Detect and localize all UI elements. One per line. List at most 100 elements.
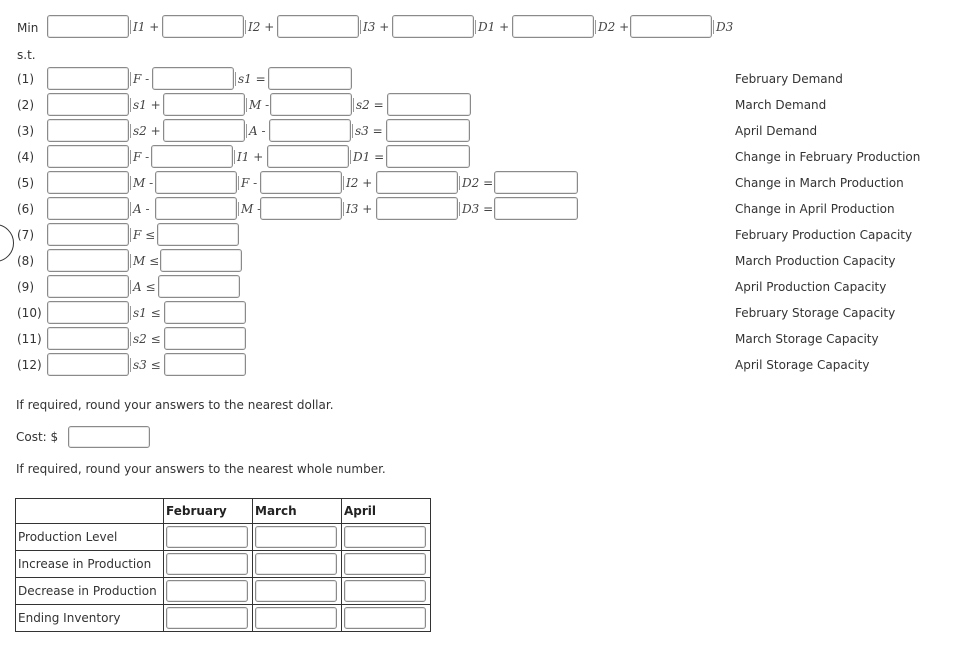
r5-coef-1[interactable] [47, 171, 129, 194]
r12-rhs[interactable] [164, 353, 246, 376]
r9-coef[interactable] [47, 275, 129, 298]
r3-term-s3: s3 = [352, 124, 383, 138]
r5-coef-4[interactable] [376, 171, 458, 194]
inventory-feb-input[interactable] [166, 607, 248, 629]
term-d3: D3 [713, 20, 733, 34]
constraint-label-1: February Demand [735, 72, 843, 86]
r4-coef-2[interactable] [151, 145, 233, 168]
increase-apr-input[interactable] [344, 553, 426, 575]
term-i1: I1 + [130, 20, 159, 34]
cell [163, 604, 253, 632]
r5-term-d2: D2 = [459, 176, 493, 190]
r7-rhs[interactable] [157, 223, 239, 246]
objective-coef-d1[interactable] [392, 15, 474, 38]
term-i2: I2 + [245, 20, 274, 34]
header-april: April [341, 498, 431, 524]
r5-term-m: M - [130, 176, 153, 190]
r12-coef[interactable] [47, 353, 129, 376]
production-feb-input[interactable] [166, 526, 248, 548]
st-label: s.t. [17, 48, 36, 62]
r9-rhs[interactable] [158, 275, 240, 298]
decrease-apr-input[interactable] [344, 580, 426, 602]
inventory-apr-input[interactable] [344, 607, 426, 629]
r2-coef-3[interactable] [270, 93, 352, 116]
term-d2: D2 + [595, 20, 629, 34]
r6-term-i3: I3 + [343, 202, 372, 216]
r8-rhs[interactable] [160, 249, 242, 272]
constraint-num-6: (6) [17, 202, 34, 216]
production-apr-input[interactable] [344, 526, 426, 548]
r6-term-m: M - [238, 202, 261, 216]
round-dollar-note: If required, round your answers to the n… [16, 398, 334, 412]
r1-coef-2[interactable] [152, 67, 234, 90]
cell [163, 523, 253, 551]
cell [341, 523, 431, 551]
r3-coef-1[interactable] [47, 119, 129, 142]
constraint-num-2: (2) [17, 98, 34, 112]
r6-coef-2[interactable] [155, 197, 237, 220]
r4-coef-3[interactable] [267, 145, 349, 168]
r1-coef-1[interactable] [47, 67, 129, 90]
cell [341, 577, 431, 605]
header-blank [15, 498, 164, 524]
objective-coef-d3[interactable] [630, 15, 712, 38]
r11-rhs[interactable] [164, 327, 246, 350]
r5-rhs[interactable] [494, 171, 578, 194]
objective-coef-i2[interactable] [162, 15, 244, 38]
r5-coef-3[interactable] [260, 171, 342, 194]
r7-coef[interactable] [47, 223, 129, 246]
r6-coef-3[interactable] [260, 197, 342, 220]
r11-term-s2: s2 ≤ [130, 332, 161, 346]
constraint-label-9: April Production Capacity [735, 280, 887, 294]
row-label-ending-inventory: Ending Inventory [15, 604, 164, 632]
table-row: Production Level [15, 523, 431, 551]
objective-coef-d2[interactable] [512, 15, 594, 38]
r3-coef-2[interactable] [163, 119, 245, 142]
r1-rhs[interactable] [268, 67, 352, 90]
inventory-mar-input[interactable] [255, 607, 337, 629]
r5-coef-2[interactable] [155, 171, 237, 194]
constraint-num-3: (3) [17, 124, 34, 138]
table-row: Ending Inventory [15, 604, 431, 632]
constraint-num-12: (12) [17, 358, 42, 372]
decrease-feb-input[interactable] [166, 580, 248, 602]
r4-rhs[interactable] [386, 145, 470, 168]
production-mar-input[interactable] [255, 526, 337, 548]
term-d1: D1 + [475, 20, 509, 34]
r10-rhs[interactable] [164, 301, 246, 324]
cell [163, 550, 253, 578]
r2-coef-1[interactable] [47, 93, 129, 116]
row-label-decrease: Decrease in Production [15, 577, 164, 605]
r2-rhs[interactable] [387, 93, 471, 116]
r7-term-f: F ≤ [130, 228, 155, 242]
r8-coef[interactable] [47, 249, 129, 272]
r2-coef-2[interactable] [163, 93, 245, 116]
increase-mar-input[interactable] [255, 553, 337, 575]
r6-coef-1[interactable] [47, 197, 129, 220]
constraint-num-11: (11) [17, 332, 42, 346]
constraint-label-7: February Production Capacity [735, 228, 913, 242]
r12-term-s3: s3 ≤ [130, 358, 161, 372]
r6-term-d3: D3 = [459, 202, 493, 216]
cost-input[interactable] [68, 426, 150, 448]
r1-term-s1: s1 = [235, 72, 266, 86]
decrease-mar-input[interactable] [255, 580, 337, 602]
constraint-label-3: April Demand [735, 124, 818, 138]
constraint-num-9: (9) [17, 280, 34, 294]
objective-coef-i3[interactable] [277, 15, 359, 38]
r3-coef-3[interactable] [269, 119, 351, 142]
constraint-num-7: (7) [17, 228, 34, 242]
increase-feb-input[interactable] [166, 553, 248, 575]
constraint-num-1: (1) [17, 72, 34, 86]
r4-coef-1[interactable] [47, 145, 129, 168]
r10-coef[interactable] [47, 301, 129, 324]
constraint-num-4: (4) [17, 150, 34, 164]
r3-rhs[interactable] [386, 119, 470, 142]
objective-coef-i1[interactable] [47, 15, 129, 38]
r6-coef-4[interactable] [376, 197, 458, 220]
constraint-num-8: (8) [17, 254, 34, 268]
cell [252, 550, 342, 578]
r6-rhs[interactable] [494, 197, 578, 220]
r10-term-s1: s1 ≤ [130, 306, 161, 320]
r11-coef[interactable] [47, 327, 129, 350]
